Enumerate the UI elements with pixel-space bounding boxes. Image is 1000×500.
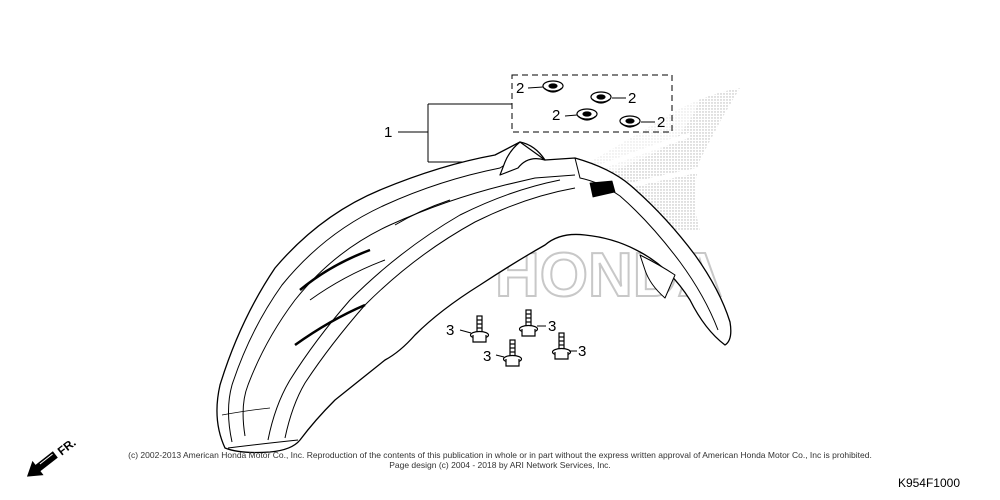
front-fender: [216, 141, 732, 454]
callout-2-a: 2: [516, 80, 524, 97]
copyright-line-2: Page design (c) 2004 - 2018 by ARI Netwo…: [389, 460, 611, 470]
callout-2-c: 2: [552, 107, 560, 124]
bolt-icon: [518, 309, 539, 337]
bolt-icon: [551, 332, 572, 360]
callout-2-d: 2: [657, 114, 665, 131]
grommet-icon: [576, 108, 598, 121]
grommet-leaders: [527, 86, 655, 123]
callout-2-b: 2: [628, 90, 636, 107]
bolt-icon: [469, 315, 490, 343]
callout-1-bracket: [398, 103, 512, 163]
callout-3-d: 3: [578, 343, 586, 360]
bolt-icon: [502, 339, 523, 367]
grommet-group-box: [511, 74, 673, 133]
copyright-line-1: (c) 2002-2013 American Honda Motor Co., …: [128, 450, 872, 460]
grommet-icon: [542, 80, 564, 93]
bolt-leaders: [459, 325, 577, 358]
callout-1: 1: [384, 124, 392, 141]
grommet-icon: [590, 91, 612, 104]
callout-3-b: 3: [548, 318, 556, 335]
grommet-icon: [619, 115, 641, 128]
callout-3-a: 3: [446, 322, 454, 339]
diagram-code: K954F1000: [897, 476, 960, 490]
callout-3-c: 3: [483, 348, 491, 365]
